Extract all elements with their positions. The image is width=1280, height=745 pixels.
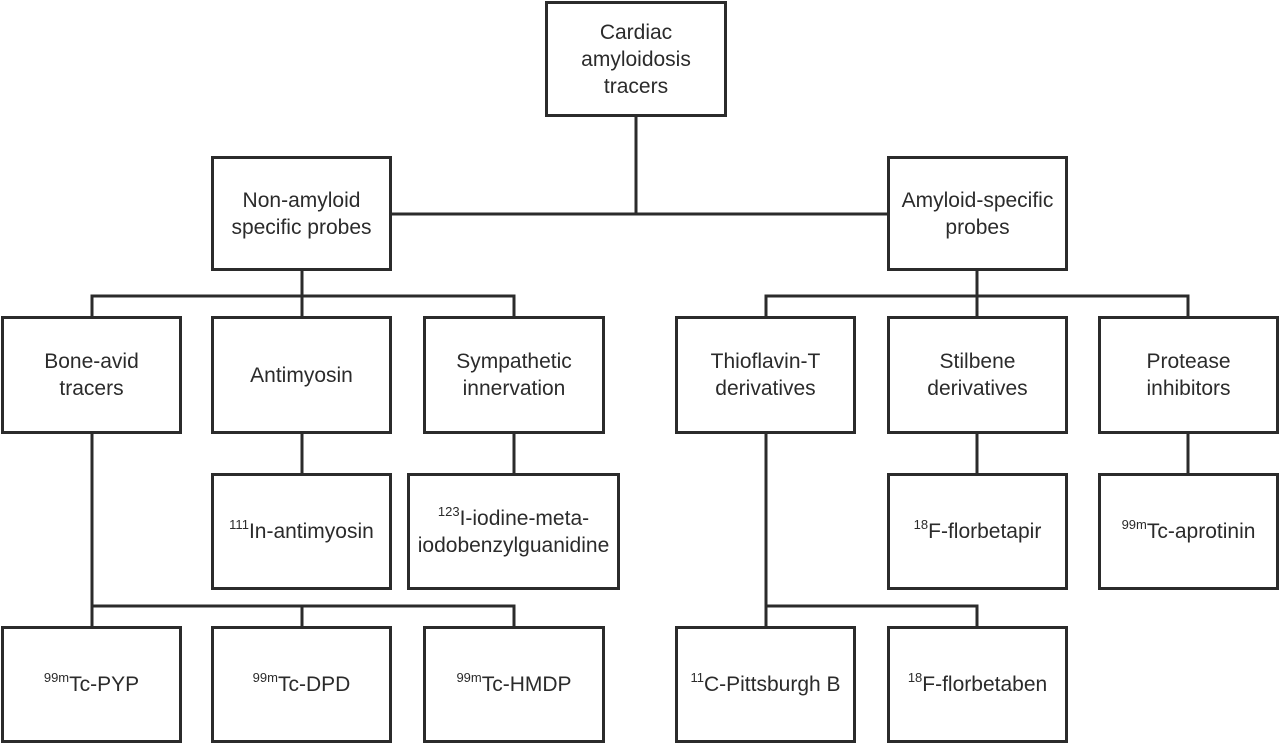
in-antimyosin-node: 111In-antimyosin <box>211 473 392 590</box>
florbetapir-isotope: 18 <box>913 517 929 532</box>
florbetaben-node: 18F-florbetaben <box>887 626 1068 743</box>
non-amyloid-node: Non-amyloid specific probes <box>211 156 392 271</box>
sympathetic-line-2: innervation <box>462 377 566 400</box>
aprotinin-label: Tc-aprotinin <box>1146 520 1256 543</box>
hmdp-label: Tc-HMDP <box>481 673 572 696</box>
hmdp-node: 99mTc-HMDP <box>423 626 605 743</box>
in-antimyosin-isotope: 111 <box>229 517 249 532</box>
mibg-label-2: iodobenzylguanidine <box>417 533 610 557</box>
hmdp-isotope: 99m <box>456 670 482 685</box>
pyp-node: 99mTc-PYP <box>1 626 182 743</box>
antimyosin-node: Antimyosin <box>211 316 392 434</box>
amyloid-specific-node: Amyloid-specific probes <box>887 156 1068 271</box>
root-line-2: amyloidosis <box>581 47 691 71</box>
root-line-3: tracers <box>603 74 669 98</box>
pyp-label: Tc-PYP <box>69 673 140 696</box>
florbetaben-label: F-florbetaben <box>922 673 1048 696</box>
amyloid-specific-line-1: Amyloid-specific <box>901 188 1054 212</box>
antimyosin-line-1: Antimyosin <box>250 363 353 387</box>
in-antimyosin-label: In-antimyosin <box>248 520 374 543</box>
mibg-node: 123I-iodine-meta- iodobenzylguanidine <box>407 473 620 590</box>
florbetapir-node: 18F-florbetapir <box>887 473 1068 590</box>
dpd-label: Tc-DPD <box>277 673 351 696</box>
stilbene-line-2: derivatives <box>927 377 1028 400</box>
florbetaben-isotope: 18 <box>907 670 923 685</box>
pyp-isotope: 99m <box>43 670 70 685</box>
bone-avid-node: Bone-avid tracers <box>1 316 182 434</box>
aprotinin-isotope: 99m <box>1121 517 1147 532</box>
bone-avid-line-2: tracers <box>59 377 124 400</box>
bone-avid-line-1: Bone-avid <box>44 350 139 373</box>
protease-line-2: inhibitors <box>1146 377 1231 400</box>
sympathetic-node: Sympathetic innervation <box>423 316 605 434</box>
pittsburgh-b-label: C-Pittsburgh B <box>703 673 841 696</box>
amyloid-specific-line-2: probes <box>945 215 1010 239</box>
protease-line-1: Protease <box>1146 350 1231 373</box>
sympathetic-line-1: Sympathetic <box>456 350 572 373</box>
protease-node: Protease inhibitors <box>1098 316 1279 434</box>
florbetapir-label: F-florbetapir <box>928 520 1042 543</box>
non-amyloid-line-1: Non-amyloid <box>242 188 361 212</box>
aprotinin-node: 99mTc-aprotinin <box>1098 473 1279 590</box>
root-line-1: Cardiac <box>599 20 673 44</box>
non-amyloid-line-2: specific probes <box>231 215 372 239</box>
dpd-node: 99mTc-DPD <box>211 626 392 743</box>
thioflavin-node: Thioflavin-T derivatives <box>675 316 856 434</box>
thioflavin-line-1: Thioflavin-T <box>710 350 821 373</box>
dpd-isotope: 99m <box>252 670 278 685</box>
root-node: Cardiac amyloidosis tracers <box>545 1 727 117</box>
mibg-label-1: I-iodine-meta- <box>459 506 590 530</box>
thioflavin-line-2: derivatives <box>715 377 816 400</box>
mibg-isotope: 123 <box>437 503 460 519</box>
pittsburgh-b-node: 11C-Pittsburgh B <box>675 626 856 743</box>
pittsburgh-b-isotope: 11 <box>690 670 704 685</box>
stilbene-node: Stilbene derivatives <box>887 316 1068 434</box>
stilbene-line-1: Stilbene <box>939 350 1016 373</box>
